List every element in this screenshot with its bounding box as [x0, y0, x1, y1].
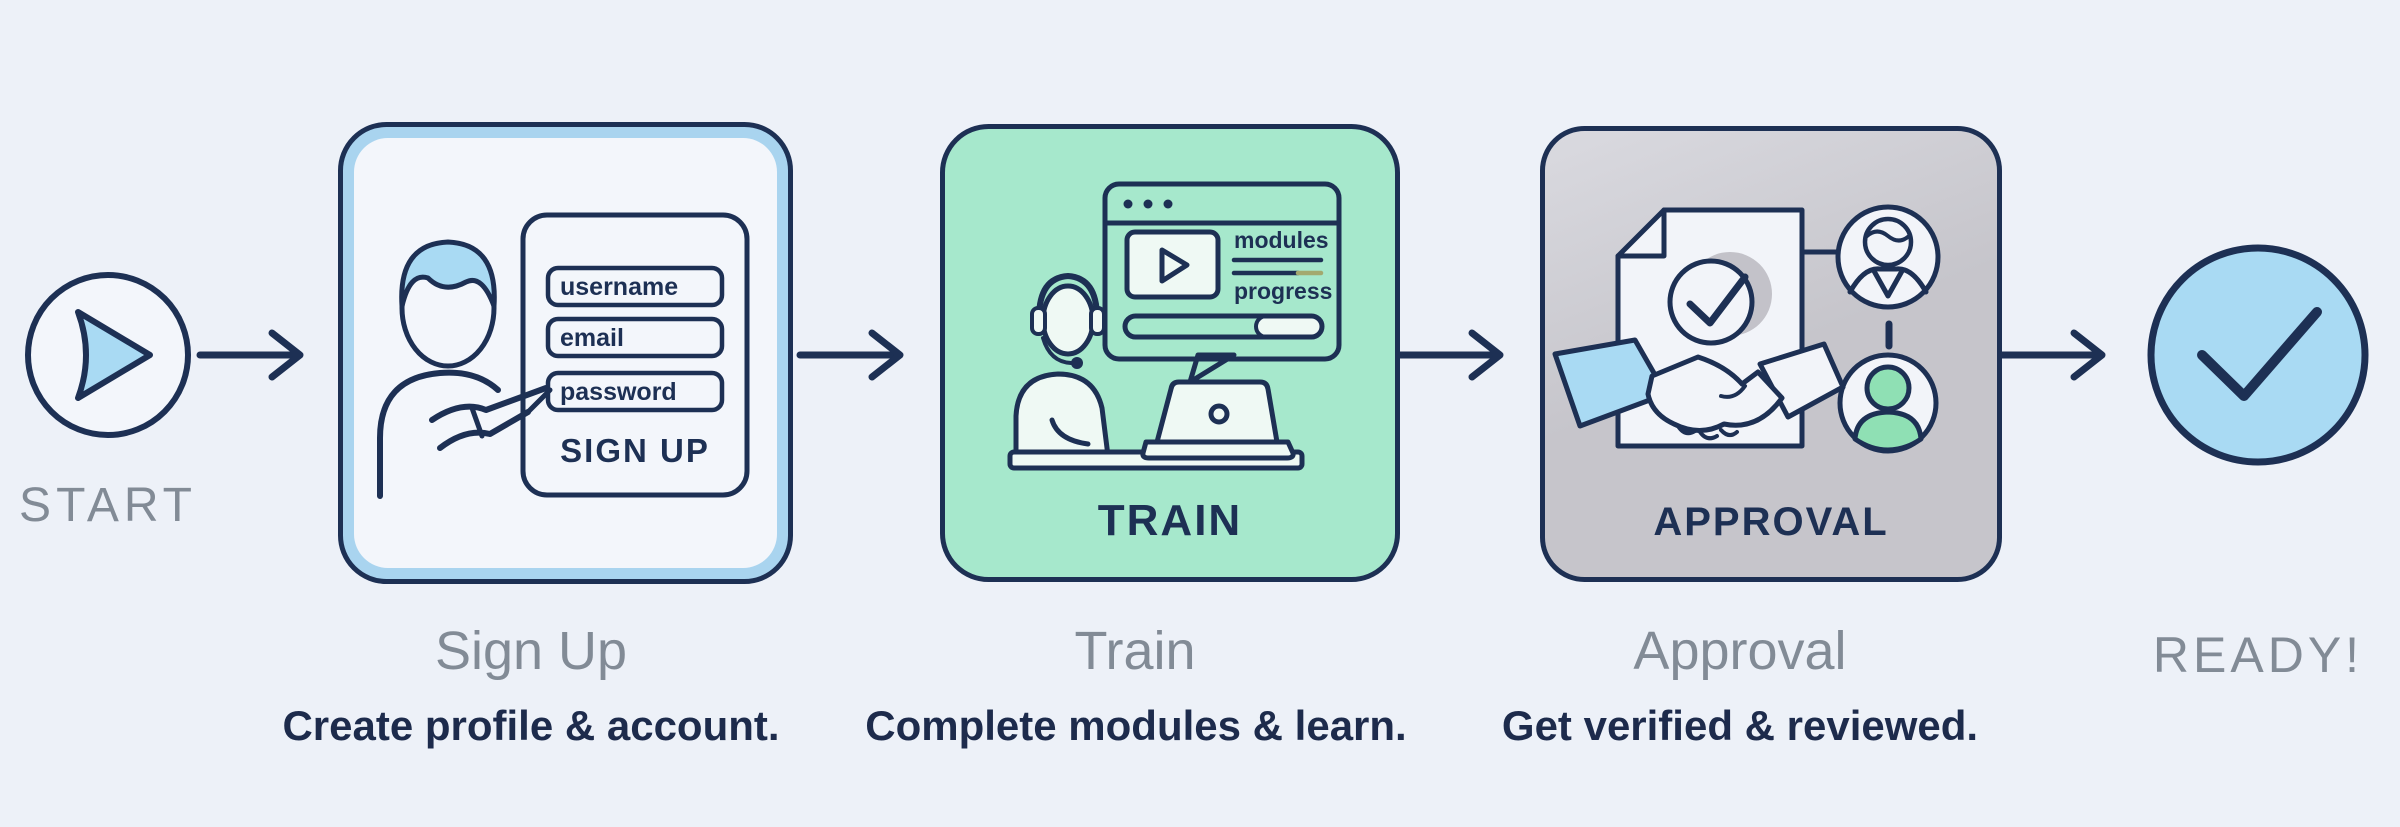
progress-bar-segment — [1254, 314, 1324, 339]
step-box-signup: username email password SIGN UP — [338, 122, 793, 584]
play-button-icon — [1159, 247, 1190, 284]
step-subtitle-train: Complete modules & learn. — [865, 702, 1407, 749]
ready-label: READY! — [2152, 627, 2364, 683]
form-field-label: email — [560, 324, 624, 352]
modules-label: modules — [1234, 227, 1329, 253]
step-title-train: Train — [1074, 621, 1196, 681]
signup-form-card: username email password SIGN UP — [520, 212, 750, 498]
signup-button-label: SIGN UP — [560, 432, 710, 469]
laptop-icon — [1140, 379, 1296, 461]
arrow-icon — [796, 329, 904, 381]
progress-bar — [1122, 313, 1325, 340]
arrow-icon — [1396, 329, 1504, 381]
step-subtitle-signup: Create profile & account. — [282, 702, 780, 749]
train-box-label: TRAIN — [1097, 496, 1243, 545]
start-play-icon — [25, 272, 191, 438]
arrow-icon — [1998, 329, 2106, 381]
form-field-label: username — [560, 273, 678, 301]
member-avatar-icon — [1837, 352, 1939, 454]
form-field-label: password — [560, 378, 677, 406]
step-title-approval: Approval — [1633, 621, 1847, 681]
train-illustration: modules progress — [940, 124, 1400, 582]
browser-window-icon: modules progress — [1102, 181, 1342, 385]
step-title-signup: Sign Up — [434, 621, 628, 681]
headset-person-icon — [1013, 273, 1111, 459]
signup-illustration: username email password SIGN UP — [338, 122, 793, 584]
ready-check-icon — [2147, 244, 2369, 466]
arrow-icon — [196, 329, 304, 381]
step-subtitle-approval: Get verified & reviewed. — [1501, 702, 1979, 749]
start-label: START — [19, 479, 197, 532]
user-icon — [377, 239, 553, 499]
progress-label: progress — [1234, 278, 1332, 304]
approval-box-label: APPROVAL — [1653, 500, 1889, 544]
approval-illustration — [1540, 126, 2002, 582]
step-box-approval: APPROVAL — [1540, 126, 2002, 582]
step-box-train: modules progress — [940, 124, 1400, 582]
reviewer-avatar-icon — [1835, 204, 1941, 310]
handshake-icon — [1552, 337, 1846, 441]
